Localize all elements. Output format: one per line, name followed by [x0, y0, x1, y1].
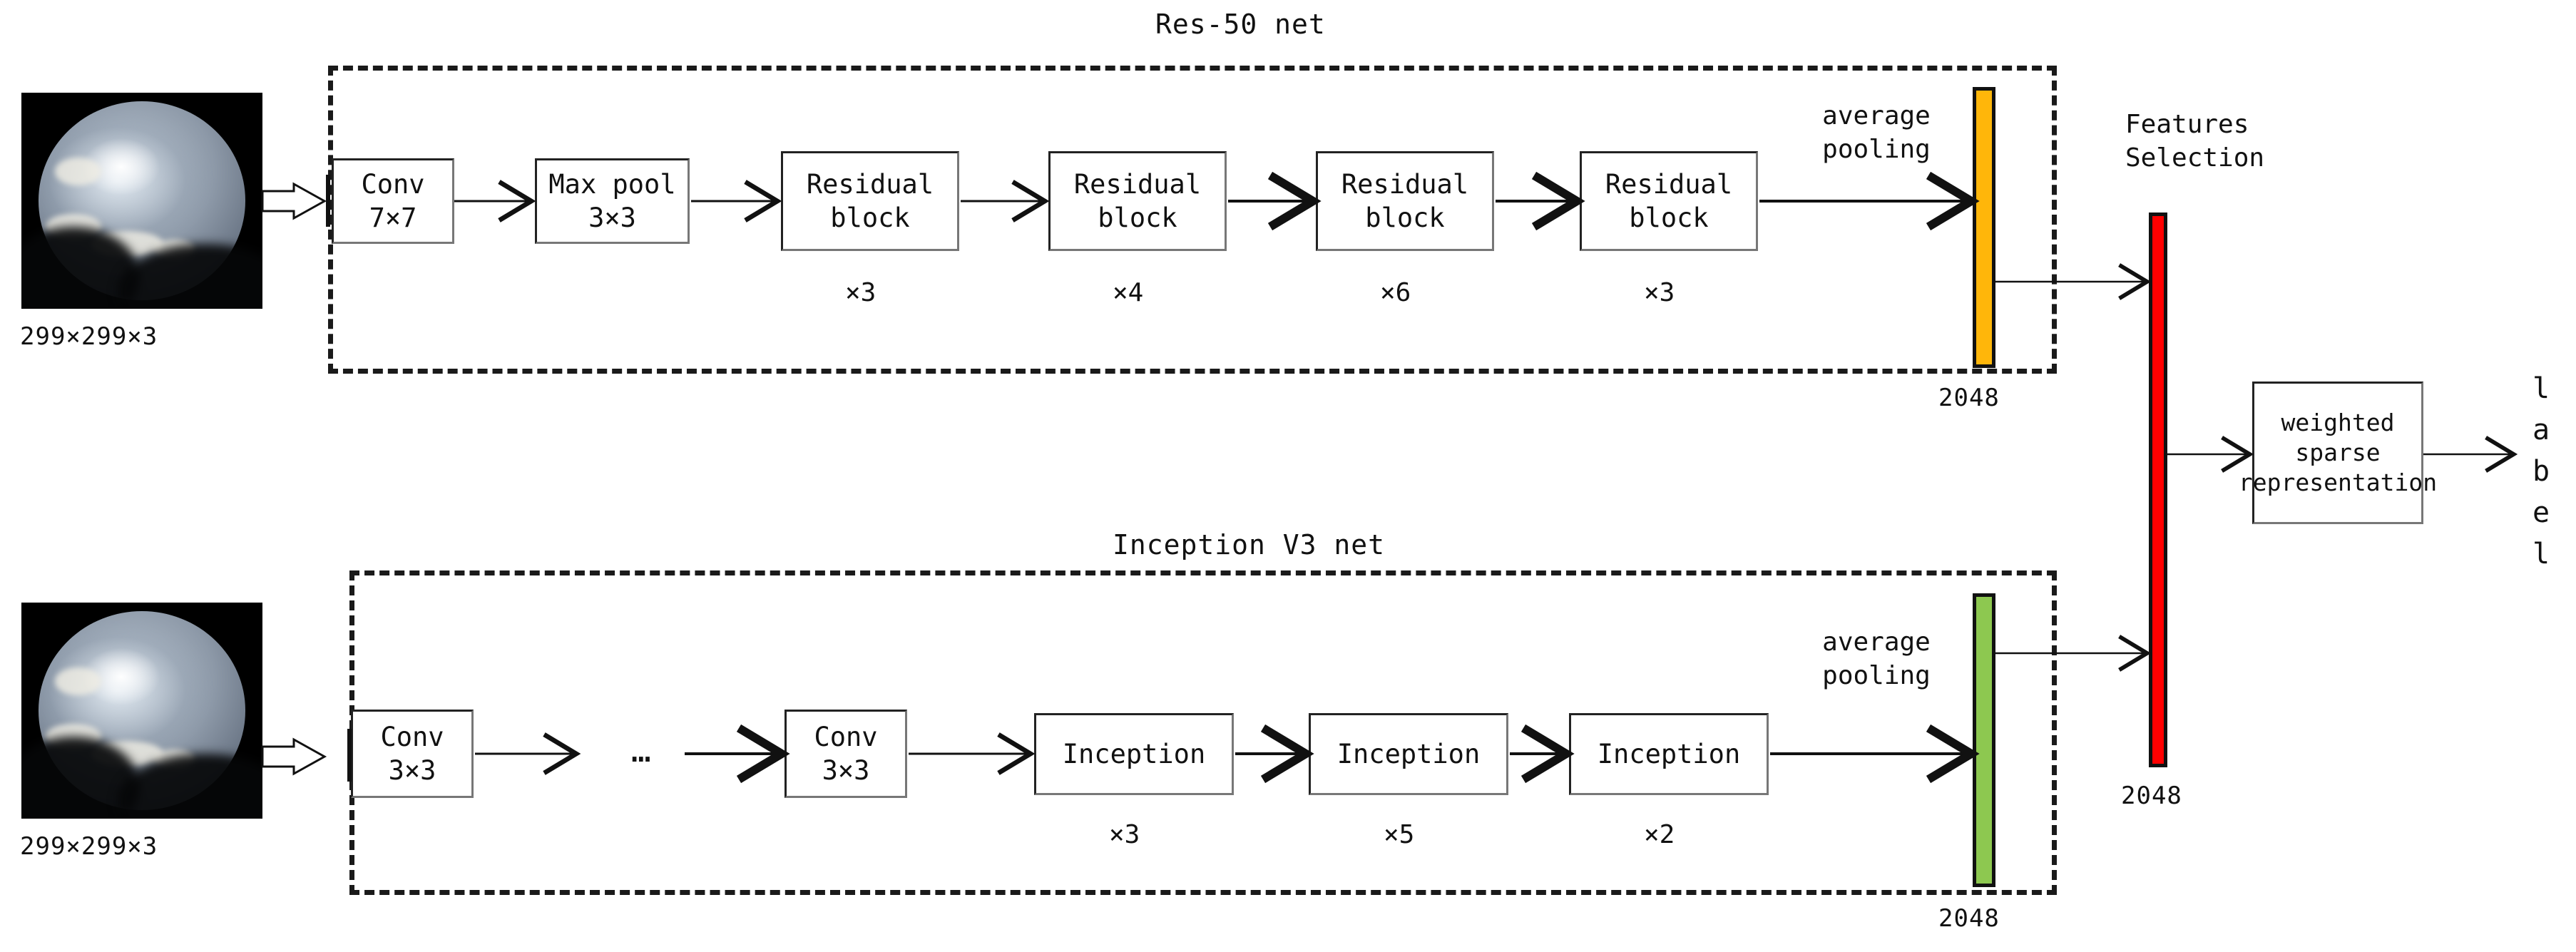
branch-title-inception: Inception V3 net	[1113, 529, 1386, 561]
classifier-box-weighted-sparse-representation: weighted sparse representation	[2239, 382, 2437, 524]
block-inception-2: Inception	[1309, 713, 1508, 795]
block-residual-3: Residual block	[1316, 151, 1494, 251]
res50-dashed-group	[328, 66, 2057, 374]
feature-size-label-inception: 2048	[1938, 904, 2000, 933]
block-inception-1: Inception	[1034, 713, 1234, 795]
block-label-line1: Residual	[1605, 168, 1733, 200]
block-residual-1: Residual block	[781, 151, 959, 251]
cloud-blob	[55, 157, 101, 186]
feature-vector-bar-res50	[1973, 87, 1995, 368]
block-label-line2: 3×3	[388, 755, 436, 786]
branch-title-res50: Res-50 net	[1155, 9, 1326, 40]
multiplier-residual-4: ×3	[1644, 278, 1675, 307]
block-label-line1: Inception	[1336, 738, 1481, 769]
block-label-line1: Residual	[806, 168, 934, 200]
block-label-line1: Conv	[361, 168, 425, 200]
block-label-line2: 7×7	[369, 203, 417, 233]
classifier-line3: representation	[2238, 469, 2438, 497]
block-inception-3: Inception	[1569, 713, 1769, 795]
block-label-line2: 3×3	[822, 755, 870, 786]
block-conv7x7: Conv 7×7	[332, 158, 454, 244]
multiplier-inception-3: ×2	[1644, 820, 1675, 849]
block-label-line1: Max pool	[548, 168, 676, 200]
selected-feature-size-label: 2048	[2121, 782, 2182, 810]
input-block-arrow-top	[261, 182, 327, 220]
output-label-vertical: l a b e l	[2532, 372, 2550, 570]
classifier-line2: sparse	[2295, 438, 2381, 466]
block-label-line1: Inception	[1062, 738, 1206, 769]
block-label-line1: Conv	[814, 721, 878, 752]
avg-pooling-label-bottom: average pooling	[1822, 628, 1931, 690]
feature-vector-bar-inception	[1973, 593, 1995, 887]
multiplier-residual-2: ×4	[1113, 278, 1144, 307]
block-label-line2: block	[1365, 203, 1445, 233]
selected-feature-bar	[2149, 213, 2167, 767]
block-conv3x3-last: Conv 3×3	[784, 710, 907, 798]
block-residual-2: Residual block	[1048, 151, 1227, 251]
block-label-line2: block	[1098, 203, 1177, 233]
avg-pooling-label-top: average pooling	[1822, 101, 1931, 164]
block-label-line2: 3×3	[588, 203, 636, 233]
ellipsis-icon: …	[631, 731, 655, 769]
block-label-line1: Residual	[1341, 168, 1469, 200]
input-caption-bottom: 299×299×3	[20, 832, 158, 861]
block-label-line1: Residual	[1073, 168, 1202, 200]
fisheye-sky-image-bottom	[21, 603, 262, 819]
features-selection-title: Features Selection	[2125, 110, 2265, 173]
multiplier-inception-2: ×5	[1384, 820, 1415, 849]
input-block-arrow-bottom	[261, 737, 327, 776]
block-label-line2: block	[830, 203, 910, 233]
block-conv3x3-first: Conv 3×3	[351, 710, 474, 798]
block-residual-4: Residual block	[1580, 151, 1758, 251]
feature-size-label-res50: 2048	[1938, 384, 2000, 412]
classifier-line1: weighted	[2281, 408, 2395, 436]
multiplier-residual-1: ×3	[845, 278, 876, 307]
multiplier-residual-3: ×6	[1380, 278, 1411, 307]
input-caption-top: 299×299×3	[20, 322, 158, 351]
block-label-line1: Conv	[380, 721, 444, 752]
block-label-line1: Inception	[1597, 738, 1741, 769]
fisheye-sky-image-top	[21, 93, 262, 309]
multiplier-inception-1: ×3	[1109, 820, 1140, 849]
cloud-blob	[55, 667, 101, 696]
block-label-line2: block	[1629, 203, 1709, 233]
block-maxpool3x3: Max pool 3×3	[535, 158, 690, 244]
